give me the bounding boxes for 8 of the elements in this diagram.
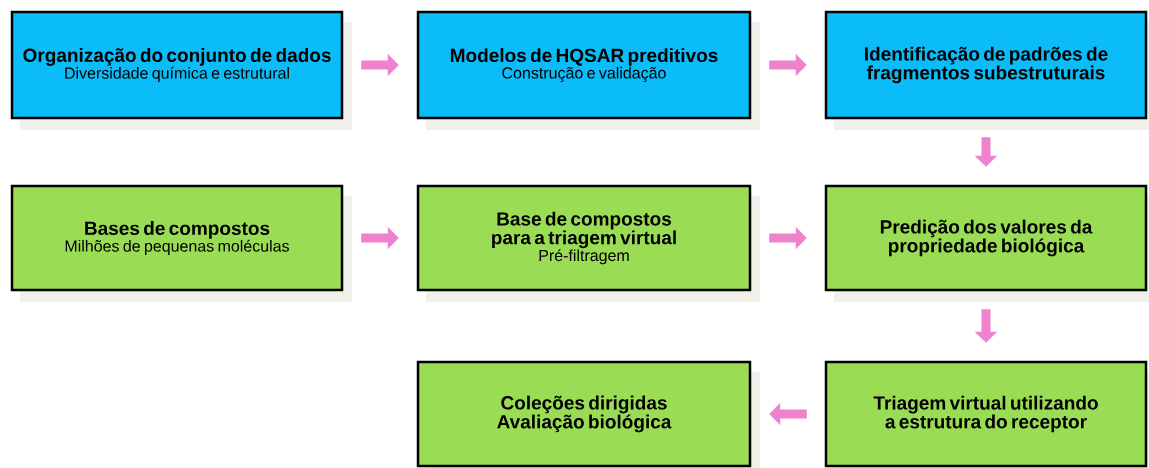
process-box: Identificação de padrões de fragmentos subestruturais <box>824 10 1149 130</box>
process-box: Base de compostos para a triagem virtual Pré-filtragem <box>416 184 760 302</box>
process-box: Triagem virtual utilizando a estrutura do receptor <box>824 360 1149 468</box>
process-box: Predição dos valores da propriedade biológica <box>824 184 1149 302</box>
process-box: Coleções dirigidas Avaliação biológica <box>416 360 760 468</box>
process-box: Modelos de HQSAR preditivos Construção e validação <box>416 10 760 130</box>
process-box: Bases de compostos Milhões de pequenas moléculas <box>10 184 352 302</box>
process-box: Organização do conjunto de dados Diversidade química e estrutural <box>10 10 352 130</box>
